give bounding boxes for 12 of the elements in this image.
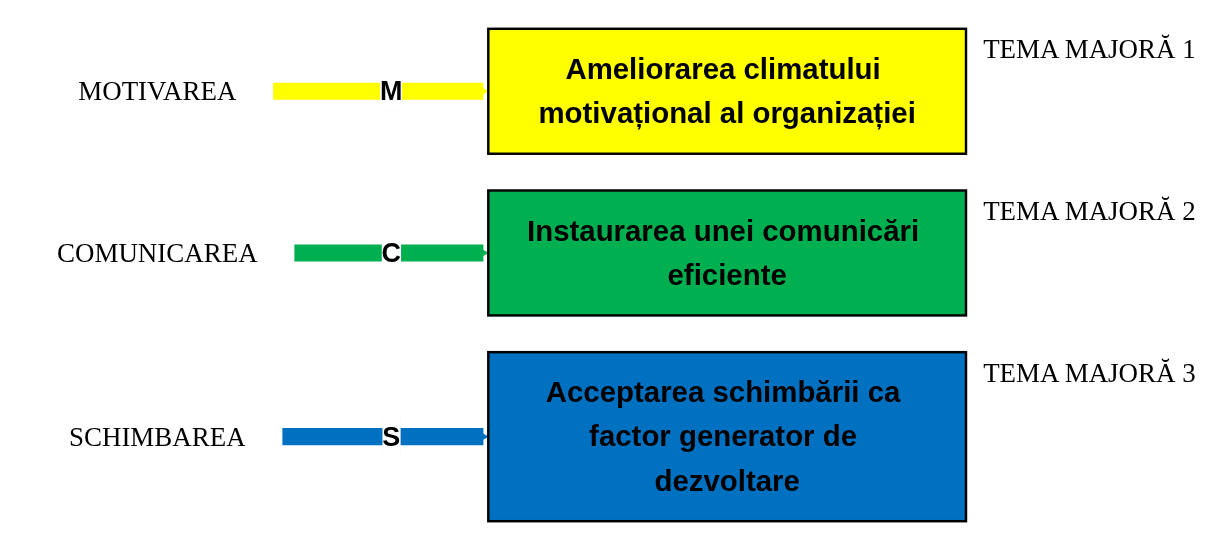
node-box: Ameliorarea climatului motivațional al organizației [486, 27, 967, 155]
node-box: Acceptarea schimbării ca factor generator de dezvoltare [486, 350, 967, 523]
node-text: SCHIMBAREA [68, 421, 246, 452]
node-box: Instaurarea unei comunicări eficiente [486, 189, 967, 317]
theme-label: TEMA MAJORĂ 2 [982, 195, 1196, 226]
theme-label: TEMA MAJORĂ 1 [982, 34, 1196, 65]
edge-label: C [381, 237, 401, 269]
node-text: MOTIVAREA [77, 75, 236, 107]
node-text: COMUNICAREA [56, 237, 258, 269]
theme-label: TEMA MAJORĂ 3 [982, 357, 1196, 388]
edge-label: M [379, 75, 403, 107]
edge-label: S [381, 421, 400, 452]
